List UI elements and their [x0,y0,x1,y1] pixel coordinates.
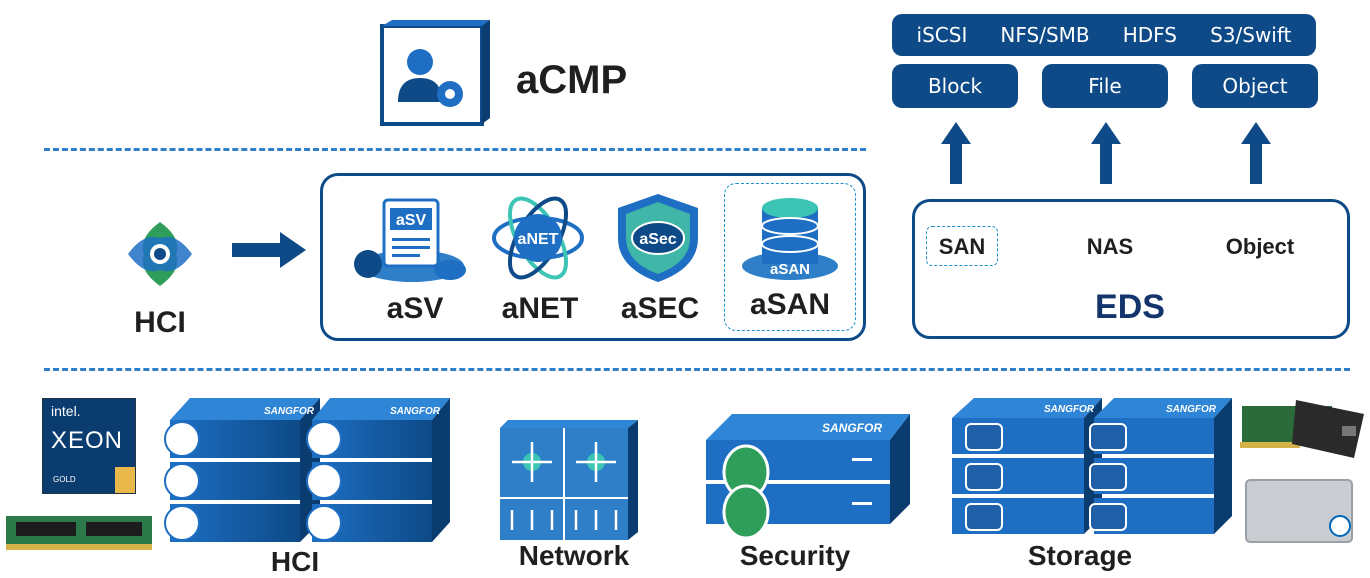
block-pill: Block [892,64,1018,108]
memory-module-icon [6,514,152,550]
sangfor-logo: SANGFOR [390,406,441,417]
protocol-bar: iSCSI NFS/SMB HDFS S3/Swift [892,14,1316,56]
security-label: Security [739,540,851,571]
asv-label: aSV [386,292,444,325]
eds-object: Object [1225,234,1295,259]
eds-box [912,199,1350,339]
protocol-hdfs: HDFS [1122,23,1178,47]
eds-nas: NAS [1086,234,1134,259]
anet-badge: aNET [518,231,559,248]
hci-hardware-label: HCI [270,546,320,577]
sangfor-logo: SANGFOR [264,406,315,417]
modules-box [320,173,866,341]
asv-icon: aSV [354,190,466,282]
anet-label: aNET [501,292,579,325]
sangfor-logo: SANGFOR [822,421,882,435]
intel-xeon-badge: intel. XEON GOLD [42,398,136,494]
acmp-icon [378,14,498,126]
eds-san: SAN [938,234,986,259]
network-label: Network [518,540,630,571]
storage-server-stack-icon: SANGFOR SANGFOR [944,394,1234,540]
xeon-text: XEON [51,427,124,454]
acmp-label: aCMP [516,58,628,102]
asan-label: aSAN [749,288,831,321]
up-arrow-icon [1091,122,1121,184]
divider-bottom [44,368,1350,371]
network-switch-icon [498,414,646,542]
gold-text: GOLD [53,475,76,484]
object-pill: Object [1192,64,1318,108]
up-arrow-icon [1241,122,1271,184]
asan-badge: aSAN [770,261,810,278]
protocol-s3-swift: S3/Swift [1210,23,1292,47]
security-appliance-icon: SANGFOR [702,412,912,540]
up-arrow-icon [941,122,971,184]
asec-label: aSEC [620,292,700,325]
sangfor-logo: SANGFOR [1166,404,1217,415]
asan-database-icon: aSAN [740,194,840,282]
protocol-nfs-smb: NFS/SMB [1000,23,1090,47]
asec-badge: aSec [639,231,676,248]
hci-label: HCI [134,306,186,339]
nvme-card-icon [1236,396,1366,460]
eds-title: EDS [1095,288,1165,326]
asan-highlight [724,183,856,331]
right-arrow-icon [232,232,306,268]
intel-brand: intel. [51,403,81,419]
san-highlight [926,226,998,266]
sangfor-logo: SANGFOR [1044,404,1095,415]
anet-icon: aNET [490,194,586,282]
storage-label: Storage [1027,540,1133,571]
divider-top [44,148,866,151]
ssd-drive-icon [1244,478,1354,544]
asv-badge: aSV [396,212,427,229]
file-pill: File [1042,64,1168,108]
hci-server-stack-icon: SANGFOR SANGFOR [160,392,450,552]
asec-shield-icon: aSec [614,192,702,284]
protocol-iscsi: iSCSI [916,23,968,47]
hci-logo-icon [124,218,196,290]
